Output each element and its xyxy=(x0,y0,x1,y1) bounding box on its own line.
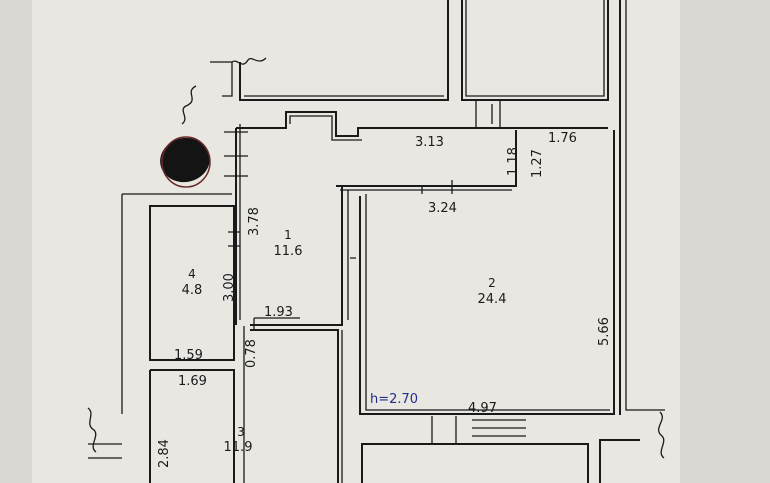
scribble-stamp-ring xyxy=(161,136,211,188)
wall-corridor-upper xyxy=(235,111,608,325)
wall-room-2-inner xyxy=(365,194,610,411)
dim-4-97: 4.97 xyxy=(468,401,497,416)
stair-treads xyxy=(431,416,526,445)
wall-room-2-left-inner xyxy=(347,190,356,320)
paper-sheet xyxy=(32,0,680,483)
wall-room-2-left xyxy=(250,186,343,326)
wall-break-top xyxy=(231,57,267,65)
scribble-stamp xyxy=(160,137,210,183)
dim-2-84: 2.84 xyxy=(157,439,172,468)
wall-right-outer-inner xyxy=(625,0,665,411)
room-1-area: 11.6 xyxy=(274,244,303,259)
dim-1-93: 1.93 xyxy=(264,305,293,320)
wall-room-4-outer xyxy=(121,193,232,414)
room-4-number: 4 xyxy=(188,267,196,281)
wall-room-4 xyxy=(149,205,235,361)
room-3-area: 11.9 xyxy=(224,440,253,455)
wall-top-right-room xyxy=(461,0,609,101)
room-2-number: 2 xyxy=(488,276,496,290)
wall-room-2 xyxy=(359,130,615,415)
wall-break-left xyxy=(181,85,197,125)
room-3-number: 3 xyxy=(237,425,245,439)
dim-0-78: 0.78 xyxy=(244,339,259,368)
room-4-area: 4.8 xyxy=(182,283,203,298)
wall-break-bottom-left xyxy=(87,407,122,459)
wall-room-3-inner xyxy=(243,317,343,483)
dim-1-18: 1.18 xyxy=(506,147,521,176)
wall-top-left-room xyxy=(239,0,449,101)
ceiling-height-label: h=2.70 xyxy=(370,392,418,407)
dim-1-76: 1.76 xyxy=(548,131,577,146)
dim-3-24: 3.24 xyxy=(428,201,457,216)
room-1-number: 1 xyxy=(284,228,292,242)
dim-1-59: 1.59 xyxy=(174,348,203,363)
door-room-4 xyxy=(228,231,240,247)
dim-3-00: 3.00 xyxy=(222,273,237,302)
wall-top-stub xyxy=(210,61,233,97)
wall-corridor-inner xyxy=(239,115,362,320)
wall-room-3 xyxy=(149,329,339,483)
dim-1-69: 1.69 xyxy=(178,374,207,389)
dim-3-78: 3.78 xyxy=(247,207,262,236)
door-marks xyxy=(224,100,501,194)
wall-break-bottom-right xyxy=(657,411,665,459)
room-2-area: 24.4 xyxy=(478,292,507,307)
wall-corridor-lower xyxy=(336,130,517,187)
dim-1-27: 1.27 xyxy=(530,149,545,178)
dim-3-13: 3.13 xyxy=(415,135,444,150)
dim-5-66: 5.66 xyxy=(597,317,612,346)
wall-top-right-room-inner xyxy=(465,0,605,97)
